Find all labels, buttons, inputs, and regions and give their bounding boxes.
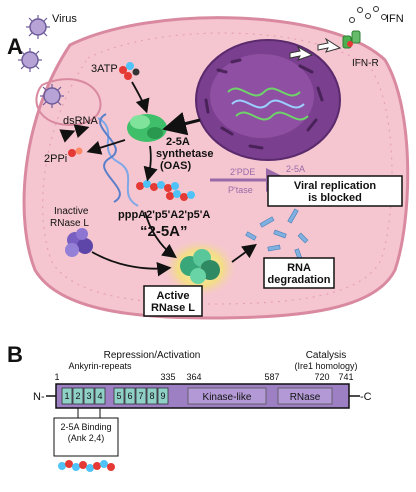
position-364: 364 [186, 372, 201, 382]
ankyrin-repeat-label: 8 [149, 391, 154, 401]
ifn-r-label: IFN-R [352, 58, 379, 69]
ankyrin-repeat-label: 7 [138, 391, 143, 401]
ankyrin-repeat-boxes: 1 2 3 4 5 6 7 8 9 [61, 387, 169, 405]
virus-icon [40, 84, 64, 108]
virus-particles [18, 15, 64, 108]
ankyrin-repeat-box [146, 387, 158, 405]
n-terminus-label: N- [33, 391, 45, 403]
binding-label-line2: (Ank 2,4) [68, 433, 105, 443]
dna-strands [227, 87, 309, 121]
active-rnase-l [162, 238, 238, 298]
rna-degradation-box [263, 257, 335, 289]
pathway-arrows [59, 81, 257, 277]
endosome-vesicle [35, 78, 102, 126]
ankyrin-repeat-label: 9 [160, 391, 165, 401]
ankyrin-repeat-box [113, 387, 125, 405]
ankyrin-repeat-box [124, 387, 136, 405]
rnase-domain-label: RNase [290, 392, 321, 403]
atp-label: 3ATP [91, 63, 118, 75]
inactive-rnase-label-line2: RNase L [50, 218, 89, 229]
ankyrin-repeat-box [94, 387, 106, 405]
oas-label-line3: (OAS) [160, 160, 192, 172]
ifn-molecules [349, 6, 387, 23]
rnase-domain [277, 387, 333, 405]
oas-enzyme [127, 114, 167, 142]
rna-fragments [245, 208, 309, 264]
panel-a-letter: A [7, 34, 23, 59]
catalysis-label: Catalysis [306, 350, 347, 361]
viral-replication-box [267, 175, 403, 207]
kinase-like-label: Kinase-like [203, 392, 252, 403]
atp-molecule [119, 62, 140, 80]
ankyrin-repeat-label: 3 [86, 391, 91, 401]
rna-degradation-line1: RNA [287, 262, 311, 274]
two-five-a-molecules [136, 180, 195, 201]
oas-label-line2: synthetase [156, 148, 213, 160]
ankyrin-repeat-label: 1 [64, 391, 69, 401]
ppi-label: 2PPi [44, 153, 67, 165]
signal-arrows [289, 37, 342, 61]
dsrna-label: dsRNA [63, 115, 99, 127]
pde-label: 2'PDE [230, 167, 255, 177]
ankyrin-repeat-box [135, 387, 147, 405]
c-terminus-label: -C [360, 391, 372, 403]
ifn-label: IFN [386, 13, 404, 25]
ankyrin-repeat-label: 5 [116, 391, 121, 401]
repression-activation-label: Repression/Activation [104, 350, 201, 361]
rna-degradation-line2: degradation [268, 274, 331, 286]
virus-icon [18, 48, 42, 72]
viral-replication-line1: Viral replication [294, 180, 377, 192]
kinase-like-domain [187, 387, 267, 405]
ankyrin-repeat-box [83, 387, 95, 405]
ankyrin-repeat-label: 2 [75, 391, 80, 401]
binding-callout-box [53, 417, 119, 457]
position-1: 1 [54, 372, 59, 382]
ankyrin-repeat-box [72, 387, 84, 405]
position-335: 335 [160, 372, 175, 382]
ankyrin-repeat-box [157, 387, 169, 405]
nucleus [195, 39, 341, 161]
ptase-label: P'tase [228, 185, 253, 195]
bound-2-5a-molecule [58, 460, 115, 472]
ankyrin-repeat-label: 4 [97, 391, 102, 401]
panel-b-letter: B [7, 342, 23, 367]
ankyrin-repeat-label: 6 [127, 391, 132, 401]
two-five-a-label: “2-5A” [140, 223, 188, 240]
inactive-rnase-label-line1: Inactive [54, 206, 89, 217]
ifn-receptor-icon [342, 30, 361, 49]
ppp-label: pppA2'p5'A2'p5'A [118, 209, 210, 221]
ppi-molecule [68, 147, 83, 157]
ankyrin-repeats-label: Ankyrin-repeats [68, 361, 132, 371]
virus-icon [26, 15, 50, 39]
oas-label-line1: 2-5A [166, 136, 190, 148]
inactive-rnase-l [65, 228, 93, 257]
dsrna-helix [97, 113, 139, 207]
ire1-homology-label: (Ire1 homology) [294, 361, 357, 371]
active-rnase-box [143, 285, 203, 317]
virus-label: Virus [52, 13, 77, 25]
active-rnase-line2: RNase L [151, 302, 195, 314]
position-741: 741 [338, 372, 353, 382]
binding-label-line1: 2-5A Binding [60, 422, 111, 432]
active-rnase-line1: Active [156, 290, 189, 302]
ankyrin-repeat-box [61, 387, 73, 405]
viral-replication-line2: is blocked [308, 192, 362, 204]
decay-label-line1: 2-5A [286, 164, 305, 174]
position-720: 720 [314, 372, 329, 382]
position-587: 587 [264, 372, 279, 382]
